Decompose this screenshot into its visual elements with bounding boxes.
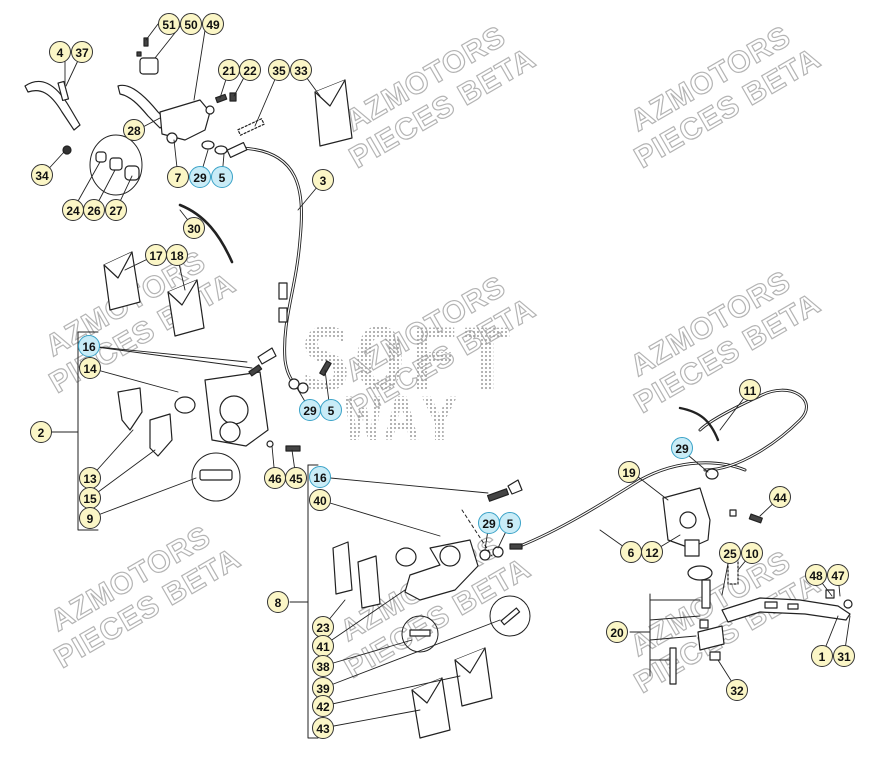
callout-5: 5	[320, 399, 342, 421]
callout-11: 11	[739, 379, 761, 401]
callout-10: 10	[741, 542, 763, 564]
callout-49: 49	[202, 13, 224, 35]
callout-51: 51	[158, 13, 180, 35]
callout-42: 42	[312, 695, 334, 717]
callout-15: 15	[79, 487, 101, 509]
callout-33: 33	[290, 59, 312, 81]
brake-pedal	[721, 589, 853, 623]
clutch-lever	[24, 80, 143, 196]
callout-20: 20	[606, 621, 628, 643]
callout-37: 37	[71, 41, 93, 63]
callout-29: 29	[478, 512, 500, 534]
callout-14: 14	[79, 357, 101, 379]
callout-43: 43	[312, 717, 334, 739]
front-caliper	[117, 347, 332, 502]
brake-pad-packs	[103, 79, 493, 739]
rear-brake-hose	[518, 388, 808, 548]
callout-44: 44	[769, 486, 791, 508]
callout-21: 21	[218, 59, 240, 81]
callout-2: 2	[30, 421, 52, 443]
callout-4: 4	[49, 41, 71, 63]
callout-32: 32	[726, 679, 748, 701]
callout-8: 8	[267, 591, 289, 613]
callout-6: 6	[620, 541, 642, 563]
callout-46: 46	[264, 467, 286, 489]
callout-23: 23	[312, 616, 334, 638]
callout-30: 30	[183, 217, 205, 239]
callout-27: 27	[105, 199, 127, 221]
callout-34: 34	[31, 164, 53, 186]
callout-19: 19	[618, 461, 640, 483]
rear-caliper	[332, 479, 531, 653]
callout-7: 7	[167, 166, 189, 188]
callout-41: 41	[312, 635, 334, 657]
callout-22: 22	[239, 59, 261, 81]
callout-50: 50	[180, 13, 202, 35]
callout-29: 29	[671, 437, 693, 459]
callout-47: 47	[827, 564, 849, 586]
callout-45: 45	[285, 467, 307, 489]
rear-master-cylinder	[662, 468, 763, 685]
callout-24: 24	[62, 199, 84, 221]
callout-26: 26	[83, 199, 105, 221]
callout-1: 1	[811, 645, 833, 667]
callout-16: 16	[309, 466, 331, 488]
front-brake-hose	[178, 146, 303, 386]
callout-9: 9	[79, 507, 101, 529]
callout-16: 16	[78, 335, 100, 357]
callout-25: 25	[719, 542, 741, 564]
callout-29: 29	[299, 399, 321, 421]
callout-5: 5	[211, 166, 233, 188]
callout-5: 5	[499, 512, 521, 534]
front-master-cylinder	[117, 37, 265, 159]
callout-13: 13	[79, 467, 101, 489]
callout-40: 40	[309, 489, 331, 511]
callout-12: 12	[641, 541, 663, 563]
callout-29: 29	[189, 166, 211, 188]
callout-38: 38	[312, 655, 334, 677]
callout-18: 18	[166, 244, 188, 266]
callout-17: 17	[145, 244, 167, 266]
callout-48: 48	[805, 564, 827, 586]
callout-3: 3	[312, 169, 334, 191]
callout-35: 35	[268, 59, 290, 81]
callout-31: 31	[833, 645, 855, 667]
group-brackets	[51, 331, 651, 739]
callout-28: 28	[123, 119, 145, 141]
